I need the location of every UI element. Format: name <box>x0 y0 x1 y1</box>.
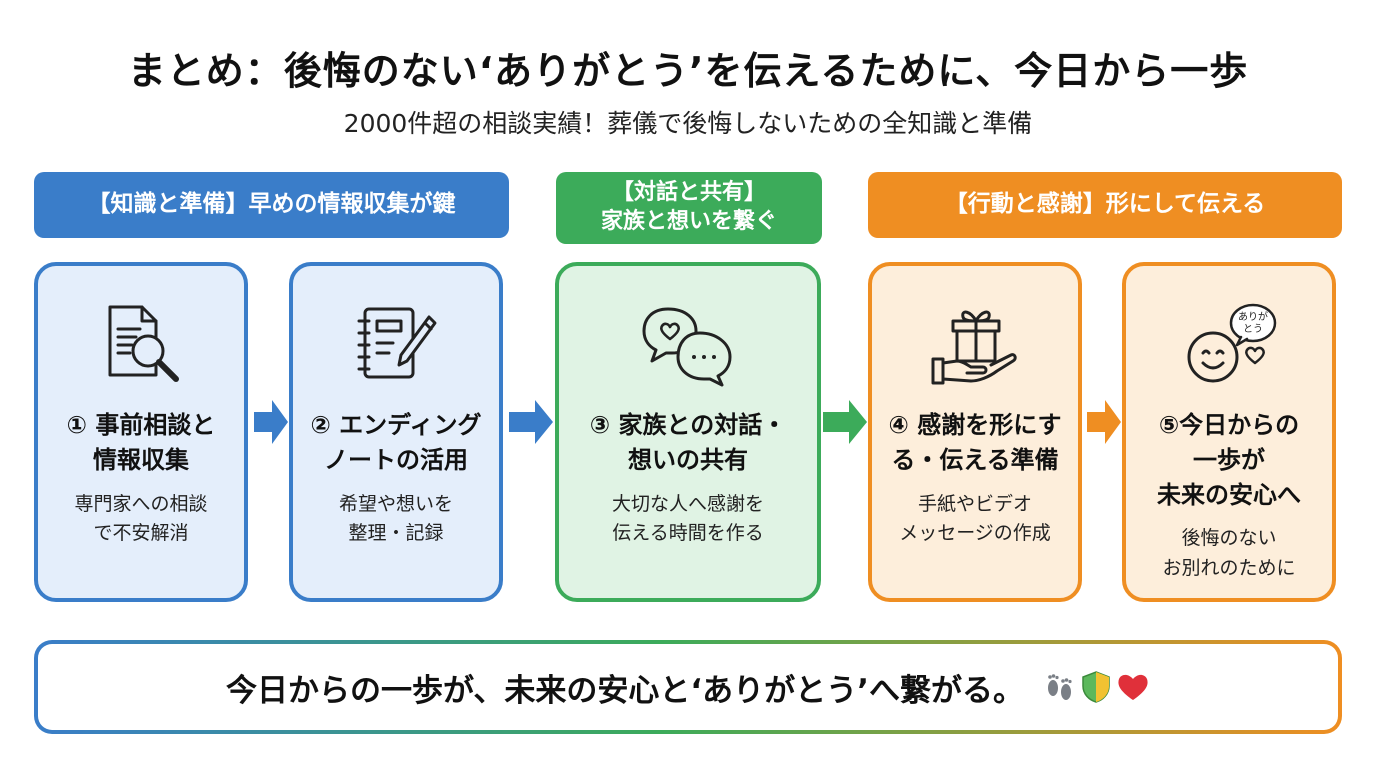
step-description: 大切な人へ感謝を 伝える時間を作る <box>611 492 764 545</box>
footprints-icon <box>1047 674 1072 700</box>
step-title: ① 事前相談と 情報収集 <box>66 411 216 474</box>
step-description: 希望や想いを 整理・記録 <box>338 492 453 545</box>
step-card-5: ありが とう ⑤今日からの 一歩が 未来の安心へ 後悔のない お別れのために <box>1122 262 1336 602</box>
group-header-dialogue-line1: 【対話と共有】 <box>611 180 766 206</box>
thanks-bubble-line1: ありが <box>1238 310 1268 323</box>
group-header-dialogue: 【対話と共有】 家族と想いを繋ぐ <box>556 172 822 244</box>
arrow-right-icon <box>1087 400 1121 444</box>
footer-message: 今日からの一歩が、未来の安心と‘ありがとう’へ繋がる。 <box>226 672 1024 709</box>
footer-banner: 今日からの一歩が、未来の安心と‘ありがとう’へ繋がる。 <box>34 640 1342 734</box>
footer-icons <box>1042 670 1150 704</box>
arrow-right-icon <box>509 400 553 444</box>
arrow-right-icon <box>254 400 288 444</box>
step-card-1: ① 事前相談と 情報収集 専門家への相談 で不安解消 <box>34 262 248 602</box>
gift-hand-icon <box>927 296 1023 392</box>
group-header-action: 【行動と感謝】形にして伝える <box>868 172 1342 238</box>
step-description: 専門家への相談 で不安解消 <box>74 492 208 545</box>
thanks-bubble-line2: とう <box>1243 323 1263 335</box>
shield-icon <box>1082 671 1110 703</box>
step-title: ④ 感謝を形にす る・伝える準備 <box>888 411 1062 474</box>
footer-inner: 今日からの一歩が、未来の安心と‘ありがとう’へ繋がる。 <box>38 644 1338 730</box>
chat-bubbles-heart-icon <box>638 296 738 392</box>
arrow-right-icon <box>823 400 867 444</box>
step-card-2: ② エンディング ノートの活用 希望や想いを 整理・記録 <box>289 262 503 602</box>
group-header-dialogue-line2: 家族と想いを繋ぐ <box>600 209 777 234</box>
document-search-icon <box>96 296 186 392</box>
heart-icon <box>1118 674 1148 700</box>
group-header-knowledge: 【知識と準備】早めの情報収集が鍵 <box>34 172 509 238</box>
notebook-pen-icon <box>351 296 441 392</box>
step-card-3: ③ 家族との対話・ 想いの共有 大切な人へ感謝を 伝える時間を作る <box>555 262 821 602</box>
step-title: ③ 家族との対話・ 想いの共有 <box>589 411 787 474</box>
page-title: まとめ：後悔のない‘ありがとう’を伝えるために、今日から一歩 <box>127 49 1249 93</box>
smile-thanks-icon: ありが とう <box>1179 296 1279 392</box>
page-subtitle: 2000件超の相談実績！葬儀で後悔しないための全知識と準備 <box>343 109 1033 138</box>
step-description: 手紙やビデオ メッセージの作成 <box>899 492 1051 545</box>
step-title: ② エンディング ノートの活用 <box>310 411 482 474</box>
step-description: 後悔のない お別れのために <box>1162 527 1296 579</box>
step-title: ⑤今日からの 一歩が 未来の安心へ <box>1157 411 1301 509</box>
step-card-4: ④ 感謝を形にす る・伝える準備 手紙やビデオ メッセージの作成 <box>868 262 1082 602</box>
